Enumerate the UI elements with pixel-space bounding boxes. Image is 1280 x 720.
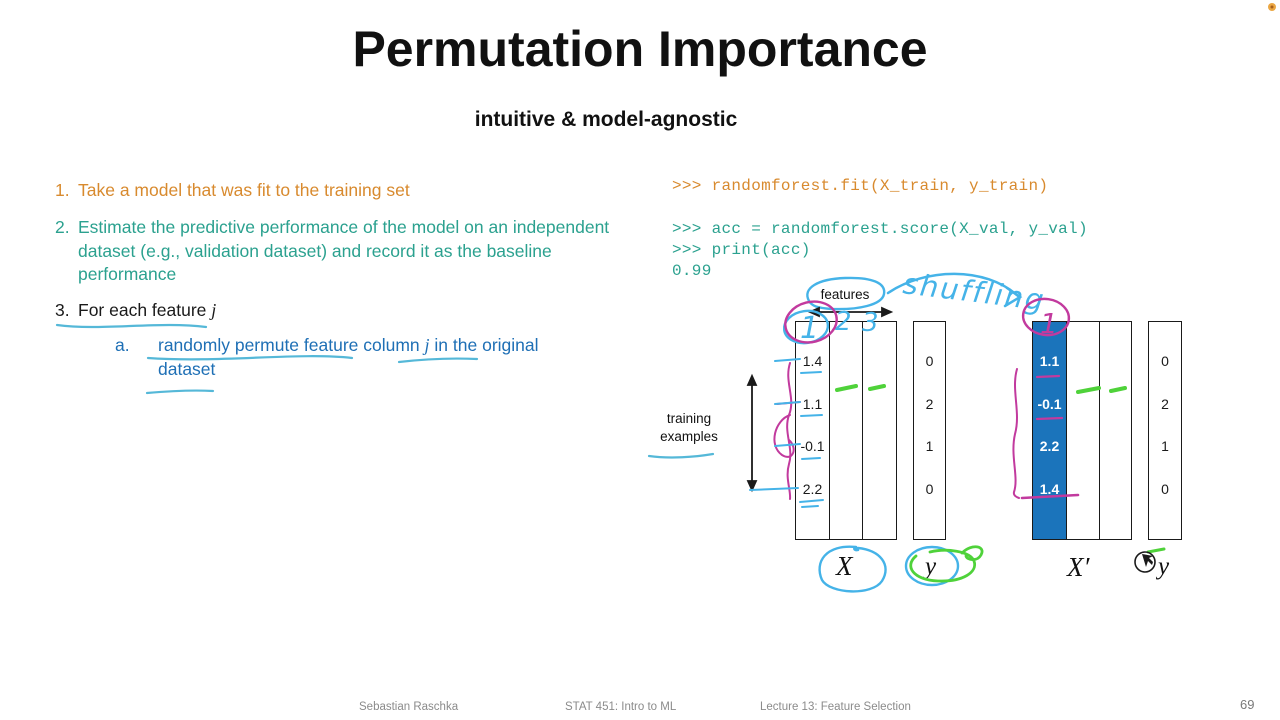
step-2-text: Estimate the predictive performance of t… — [78, 217, 610, 284]
step-1-number: 1. — [55, 180, 70, 200]
y-prime-cell: 2 — [1161, 396, 1169, 412]
code-snippet: >>> randomforest.fit(X_train, y_train) >… — [672, 176, 1088, 282]
page-number: 69 — [1240, 697, 1255, 712]
slide-subtitle: intuitive & model-agnostic — [474, 108, 738, 131]
y-prime-vector-label: y — [1158, 553, 1170, 580]
y-cell: 1 — [925, 438, 934, 454]
x-prime-cell: 1.4 — [1039, 481, 1060, 497]
step-3a-letter: a. — [115, 335, 130, 355]
slide-title: Permutation Importance — [352, 21, 928, 77]
y-vector-label: y — [925, 553, 937, 580]
y-prime-cell: 0 — [1161, 353, 1169, 369]
feature-j-variable: j — [424, 335, 430, 355]
permuted-column-highlight — [1033, 322, 1066, 539]
step-3: 3. For each feature j — [55, 299, 615, 323]
x-matrix-divider-1 — [829, 322, 830, 539]
features-label: features — [820, 287, 870, 302]
step-3-number: 3. — [55, 300, 70, 320]
step-3a-text: randomly permute feature column j in the… — [158, 335, 539, 379]
code-line-score: >>> acc = randomforest.score(X_val, y_va… — [672, 220, 1088, 238]
mouse-cursor-icon — [1142, 554, 1153, 567]
x-cell: -0.1 — [800, 438, 825, 454]
cursor-annotation — [1134, 551, 1156, 573]
footer-lecture: Lecture 13: Feature Selection — [760, 701, 911, 713]
x-cell: 1.1 — [802, 396, 823, 412]
y-cell: 0 — [925, 481, 934, 497]
y-prime-cell: 0 — [1161, 481, 1169, 497]
green-loop-y-label — [909, 545, 984, 583]
y-prime-vector: 0 2 1 0 — [1148, 321, 1182, 540]
footer-course: STAT 451: Intro to ML — [565, 701, 677, 713]
x-cell: 1.4 — [802, 353, 823, 369]
footer-author: Sebastian Raschka — [359, 701, 459, 713]
step-1: 1. Take a model that was fit to the trai… — [55, 179, 615, 203]
step-2-number: 2. — [55, 217, 70, 237]
training-examples-arrow — [746, 373, 758, 493]
x-matrix-label: X — [836, 551, 853, 581]
x-matrix: 1.4 1.1 -0.1 2.2 — [795, 321, 897, 540]
x-prime-divider-1 — [1066, 322, 1067, 539]
x-prime-cell: 1.1 — [1039, 353, 1060, 369]
training-examples-label: training examples — [660, 411, 718, 444]
step-1-text: Take a model that was fit to the trainin… — [78, 180, 410, 200]
x-prime-cell: 2.2 — [1039, 438, 1060, 454]
y-prime-cell: 1 — [1161, 438, 1169, 454]
x-matrix-divider-2 — [862, 322, 863, 539]
step-2: 2. Estimate the predictive performance o… — [55, 216, 647, 287]
x-prime-matrix: 1.1 -0.1 2.2 1.4 — [1032, 321, 1132, 540]
features-direction-arrow — [807, 306, 894, 318]
y-cell: 0 — [925, 353, 934, 369]
feature-j-variable: j — [211, 300, 217, 320]
x-prime-divider-2 — [1099, 322, 1100, 539]
cursor-circle — [1134, 551, 1156, 573]
code-output-accuracy: 0.99 — [672, 262, 712, 280]
y-cell: 2 — [925, 396, 934, 412]
code-line-print: >>> print(acc) — [672, 241, 811, 259]
recording-indicator-dot — [1268, 3, 1276, 11]
x-prime-matrix-label: X′ — [1067, 552, 1090, 582]
x-cell: 2.2 — [802, 481, 823, 497]
code-line-fit: >>> randomforest.fit(X_train, y_train) — [672, 177, 1049, 195]
step-3-text: For each feature j — [78, 300, 217, 320]
magenta-bracket-x-prime-column — [1012, 368, 1020, 499]
x-prime-cell: -0.1 — [1037, 396, 1062, 412]
step-3a: a. randomly permute feature column j in … — [115, 334, 585, 381]
y-vector: 0 2 1 0 — [913, 321, 946, 540]
